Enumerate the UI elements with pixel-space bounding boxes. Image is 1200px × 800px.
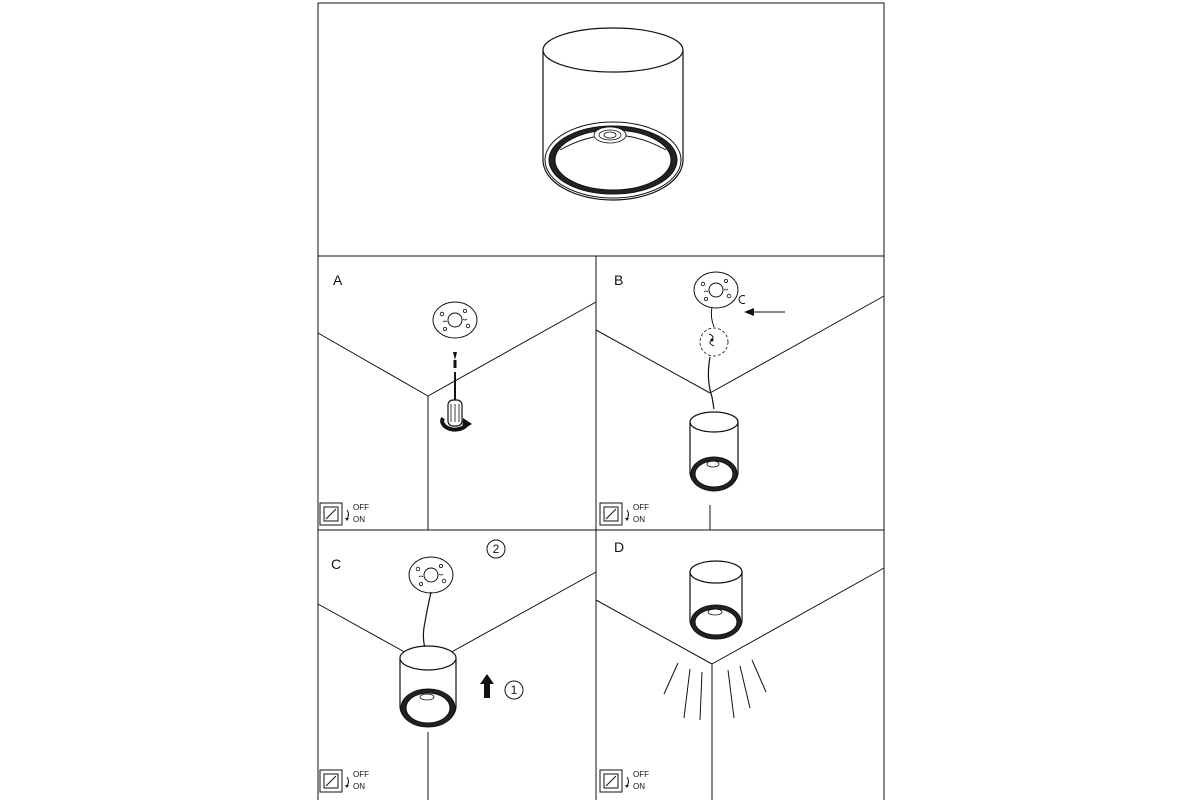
screw-icon xyxy=(453,352,457,368)
panel-top xyxy=(318,3,884,256)
switch-off-label: OFF xyxy=(633,770,649,779)
panel-letter-a: A xyxy=(333,272,343,288)
panel-a: A OFF ON xyxy=(318,272,596,530)
wall-switch-icon: OFF ON xyxy=(599,502,649,526)
panel-c: C 2 1 xyxy=(318,540,596,800)
step-2-label: 2 xyxy=(493,542,500,556)
light-rays xyxy=(664,660,766,720)
switch-on-label: ON xyxy=(353,515,365,524)
switch-off-label: OFF xyxy=(633,503,649,512)
panel-d: D OFF ON xyxy=(596,539,884,800)
panel-letter-c: C xyxy=(331,556,341,572)
ceiling-light-icon xyxy=(690,561,742,639)
mounting-plate-icon xyxy=(693,271,739,309)
rotate-arrow-icon xyxy=(442,418,472,430)
panel-grid xyxy=(318,256,884,800)
wall-switch-icon: OFF ON xyxy=(319,502,369,526)
panel-letter-d: D xyxy=(614,539,624,555)
mounting-plate-icon xyxy=(408,556,454,594)
step-1-label: 1 xyxy=(511,683,518,697)
ceiling-light-icon xyxy=(400,646,456,727)
panel-b: B xyxy=(596,271,884,530)
panel-letter-b: B xyxy=(614,272,623,288)
switch-on-label: ON xyxy=(633,515,645,524)
switch-on-label: ON xyxy=(353,782,365,791)
ceiling-corner xyxy=(596,296,884,530)
wall-switch-icon: OFF ON xyxy=(319,769,369,793)
screwdriver-icon xyxy=(448,372,462,426)
step-1-marker: 1 xyxy=(505,681,523,699)
ceiling-light-icon xyxy=(690,412,738,491)
switch-off-label: OFF xyxy=(353,503,369,512)
ceiling-light-icon xyxy=(543,28,683,200)
direction-arrow-icon xyxy=(744,308,785,316)
rotate-arrow-icon xyxy=(739,296,745,304)
step-2-marker: 2 xyxy=(487,540,505,558)
direction-arrow-icon xyxy=(480,674,494,698)
power-cable xyxy=(708,307,714,409)
switch-off-label: OFF xyxy=(353,770,369,779)
ceiling-corner xyxy=(596,568,884,800)
mounting-plate-icon xyxy=(432,301,478,339)
power-cable xyxy=(423,592,431,654)
wire-connector-icon xyxy=(700,328,728,356)
switch-on-label: ON xyxy=(633,782,645,791)
wall-switch-icon: OFF ON xyxy=(599,769,649,793)
ceiling-corner xyxy=(318,572,596,800)
